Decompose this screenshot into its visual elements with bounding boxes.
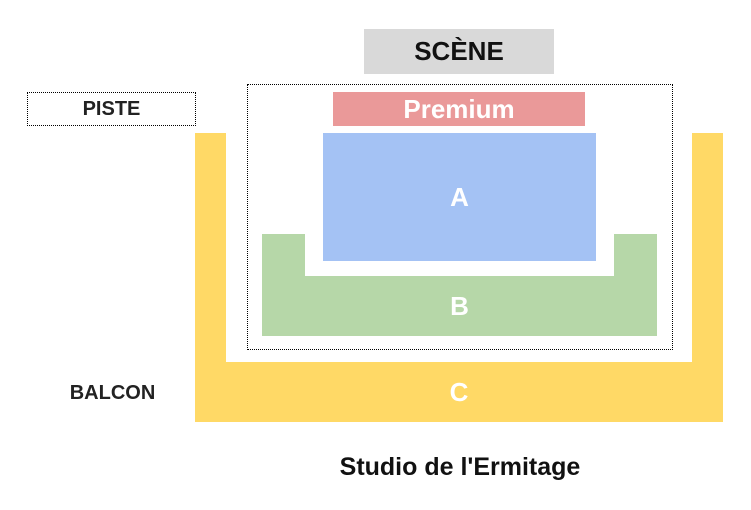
piste-label: PISTE	[27, 92, 196, 126]
orchestra-boundary	[247, 84, 673, 350]
stage: SCÈNE	[364, 29, 554, 74]
zone-c[interactable]: C	[195, 362, 723, 422]
zone-b[interactable]: B	[262, 276, 657, 336]
balcon-label: BALCON	[69, 381, 156, 404]
venue-title: Studio de l'Ermitage	[339, 452, 581, 481]
zone-a[interactable]: A	[323, 133, 596, 261]
zone-premium[interactable]: Premium	[333, 92, 585, 126]
